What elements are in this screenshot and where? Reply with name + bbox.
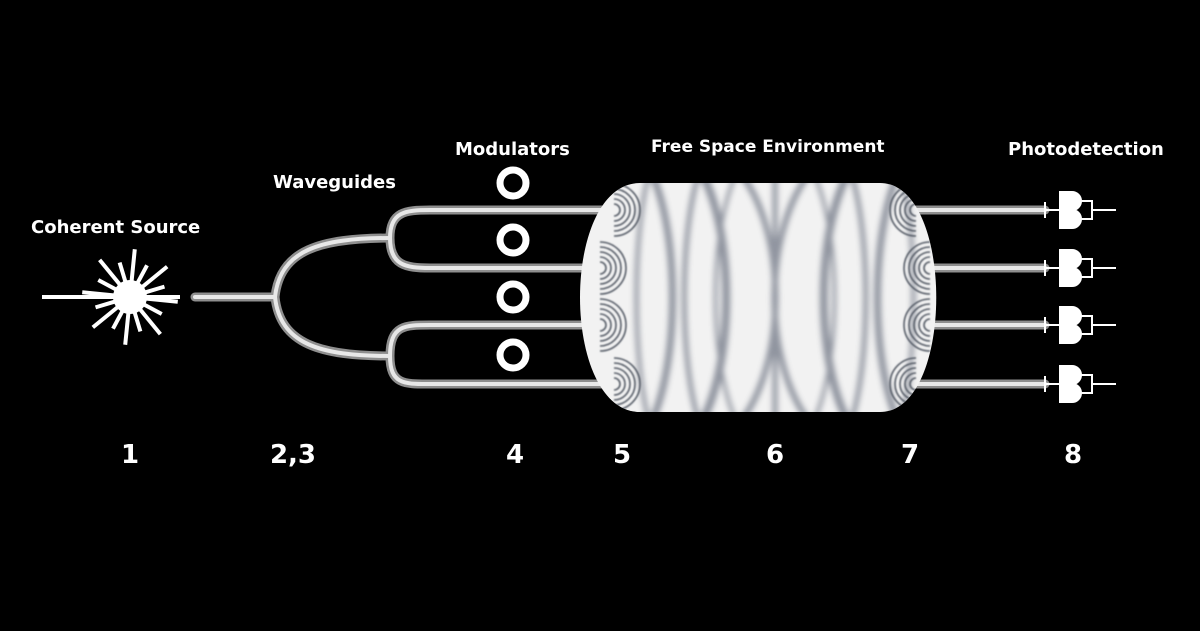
modulator-ring-icon xyxy=(496,166,530,200)
label-coherent-source: Coherent Source xyxy=(31,217,201,238)
stage-number-4: 4 xyxy=(505,440,525,470)
modulators xyxy=(496,166,530,372)
photodetectors xyxy=(1044,191,1116,403)
stage-number-8: 8 xyxy=(1063,440,1083,470)
stage-number-7: 7 xyxy=(900,440,920,470)
coherent-source-icon xyxy=(42,249,180,345)
photodetector-icon xyxy=(1044,306,1116,344)
free-space-chamber xyxy=(580,183,937,412)
modulator-ring-icon xyxy=(496,338,530,372)
stage-number-2-3: 2,3 xyxy=(269,440,317,470)
modulator-ring-icon xyxy=(496,223,530,257)
photodetector-icon xyxy=(1044,365,1116,403)
modulator-ring-icon xyxy=(496,280,530,314)
stage-number-6: 6 xyxy=(765,440,785,470)
label-free-space: Free Space Environment xyxy=(651,137,885,157)
waveguides xyxy=(190,205,1050,389)
stage-number-5: 5 xyxy=(612,440,632,470)
photodetector-icon xyxy=(1044,191,1116,229)
photodetector-icon xyxy=(1044,249,1116,287)
label-photodetection: Photodetection xyxy=(1008,139,1164,160)
label-modulators: Modulators xyxy=(455,139,570,160)
stage-number-1: 1 xyxy=(120,440,140,470)
label-waveguides: Waveguides xyxy=(273,172,396,193)
